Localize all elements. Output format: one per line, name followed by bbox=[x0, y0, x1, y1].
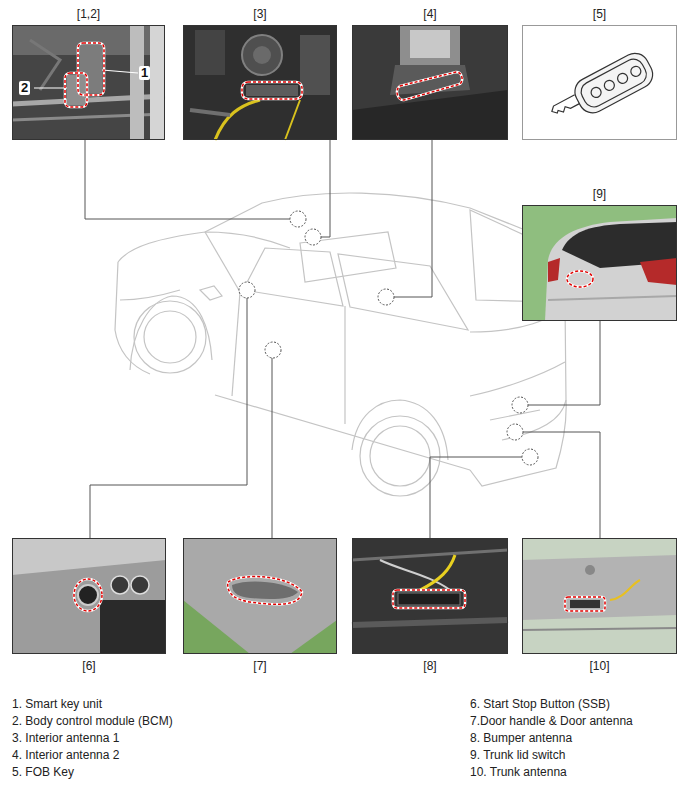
photo-panel: [9] bbox=[522, 205, 677, 321]
callout-number: 1 bbox=[139, 66, 150, 80]
panel-number: [5] bbox=[513, 7, 686, 21]
photo-panel: [7] bbox=[183, 538, 337, 654]
photo-panel: [4] bbox=[352, 25, 508, 140]
legend-item: 10. Trunk antenna bbox=[470, 765, 567, 779]
panel-number: [7] bbox=[174, 659, 346, 673]
legend-item: 2. Body control module (BCM) bbox=[12, 714, 173, 728]
photo bbox=[522, 205, 677, 321]
panel-number: [1,2] bbox=[3, 7, 174, 21]
photo bbox=[352, 25, 508, 140]
photo-panel: [3] bbox=[183, 25, 337, 140]
photo-panel: [5] bbox=[522, 25, 677, 140]
legend-item: 5. FOB Key bbox=[12, 765, 74, 779]
car-outline bbox=[115, 193, 566, 496]
photo-panel: [8] bbox=[352, 538, 508, 654]
legend-item: 9. Trunk lid switch bbox=[470, 748, 565, 762]
legend-item: 1. Smart key unit bbox=[12, 697, 102, 711]
panel-number: [6] bbox=[3, 659, 175, 673]
photo-panel: [1,2] bbox=[12, 25, 165, 140]
callout-number: 2 bbox=[19, 81, 30, 95]
legend-item: 3. Interior antenna 1 bbox=[12, 731, 119, 745]
photo bbox=[352, 538, 508, 654]
legend-item: 8. Bumper antenna bbox=[470, 731, 572, 745]
photo bbox=[522, 25, 677, 140]
location-marker bbox=[239, 211, 538, 465]
photo bbox=[12, 25, 165, 140]
photo bbox=[12, 538, 166, 654]
legend-item: 7.Door handle & Door antenna bbox=[470, 714, 633, 728]
legend-item: 6. Start Stop Button (SSB) bbox=[470, 697, 610, 711]
photo-panel: [6] bbox=[12, 538, 166, 654]
panel-number: [4] bbox=[343, 7, 517, 21]
photo bbox=[183, 538, 337, 654]
photo bbox=[183, 25, 337, 140]
leader-line bbox=[85, 140, 600, 538]
photo bbox=[522, 538, 677, 654]
panel-number: [10] bbox=[513, 659, 686, 673]
panel-number: [9] bbox=[513, 187, 686, 201]
legend-item: 4. Interior antenna 2 bbox=[12, 748, 119, 762]
photo-panel: [10] bbox=[522, 538, 677, 654]
panel-number: [3] bbox=[174, 7, 346, 21]
panel-number: [8] bbox=[343, 659, 517, 673]
